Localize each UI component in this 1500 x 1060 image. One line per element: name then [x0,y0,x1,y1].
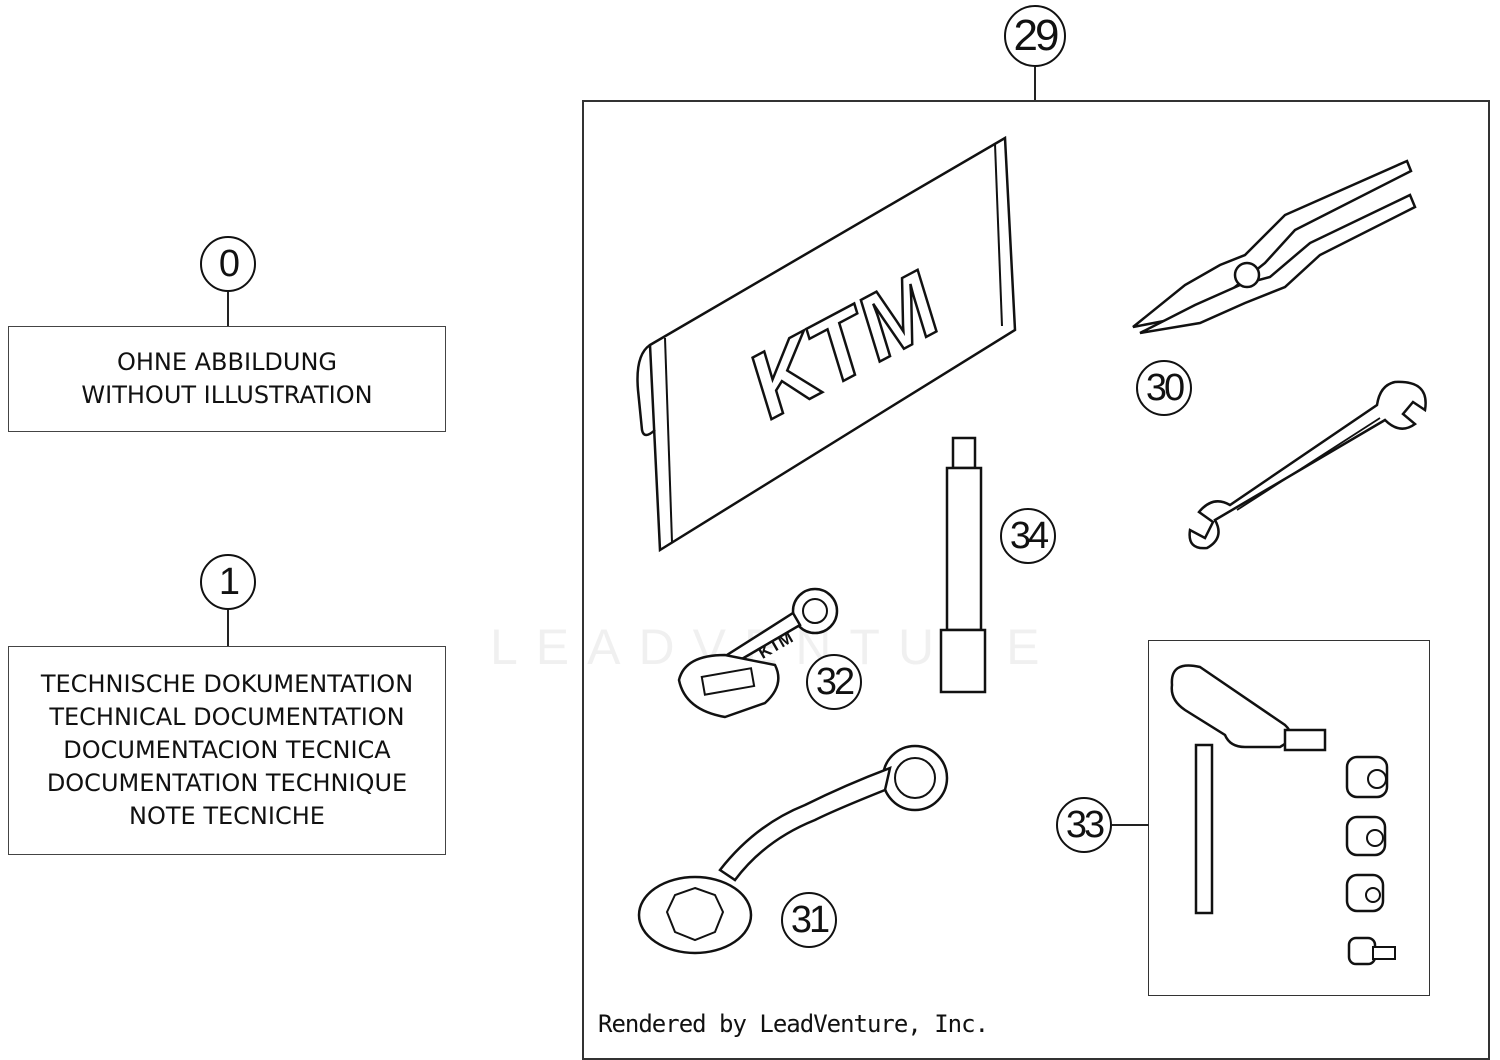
box1-line5: NOTE TECNICHE [129,802,325,830]
pliers-illustration[interactable] [1125,155,1420,345]
box1-line3: DOCUMENTACION TECNICA [63,736,391,764]
footer-credit: Rendered by LeadVenture, Inc. [598,1010,989,1038]
ring-wrench-large-illustration[interactable] [635,740,960,955]
ring-wrench-small-illustration[interactable]: KTM [665,585,850,725]
box1-line2: TECHNICAL DOCUMENTATION [49,703,405,731]
open-end-wrench-illustration[interactable] [1185,370,1435,555]
t-handle-hex-key-illustration[interactable] [1160,655,1340,920]
callout-30[interactable]: 30 [1136,360,1192,416]
hex-key-set-frame [1148,640,1430,996]
callout-33[interactable]: 33 [1056,797,1112,853]
callout-32[interactable]: 32 [806,654,862,710]
socket-extension-illustration[interactable] [935,430,995,700]
callout-34[interactable]: 34 [1000,508,1056,564]
leader-line-29 [1034,67,1036,101]
callout-29[interactable]: 29 [1004,5,1066,67]
callout-0[interactable]: 0 [200,236,256,292]
leader-line-1 [227,610,229,646]
callout-1[interactable]: 1 [200,554,256,610]
technical-documentation-box: TECHNISCHE DOKUMENTATION TECHNICAL DOCUM… [8,646,446,855]
box0-line1: OHNE ABBILDUNG [116,348,338,376]
box0-line2: WITHOUT ILLUSTRATION [81,381,373,409]
leader-line-0 [227,292,229,326]
callout-31[interactable]: 31 [781,892,837,948]
tool-bag-illustration[interactable]: KTM [620,130,1020,560]
box1-line4: DOCUMENTATION TECHNIQUE [46,769,408,797]
without-illustration-box: OHNE ABBILDUNG WITHOUT ILLUSTRATION [8,326,446,432]
hex-socket-bits-illustration[interactable] [1335,745,1415,980]
box1-line1: TECHNISCHE DOKUMENTATION [40,670,414,698]
leader-line-33 [1112,824,1149,826]
